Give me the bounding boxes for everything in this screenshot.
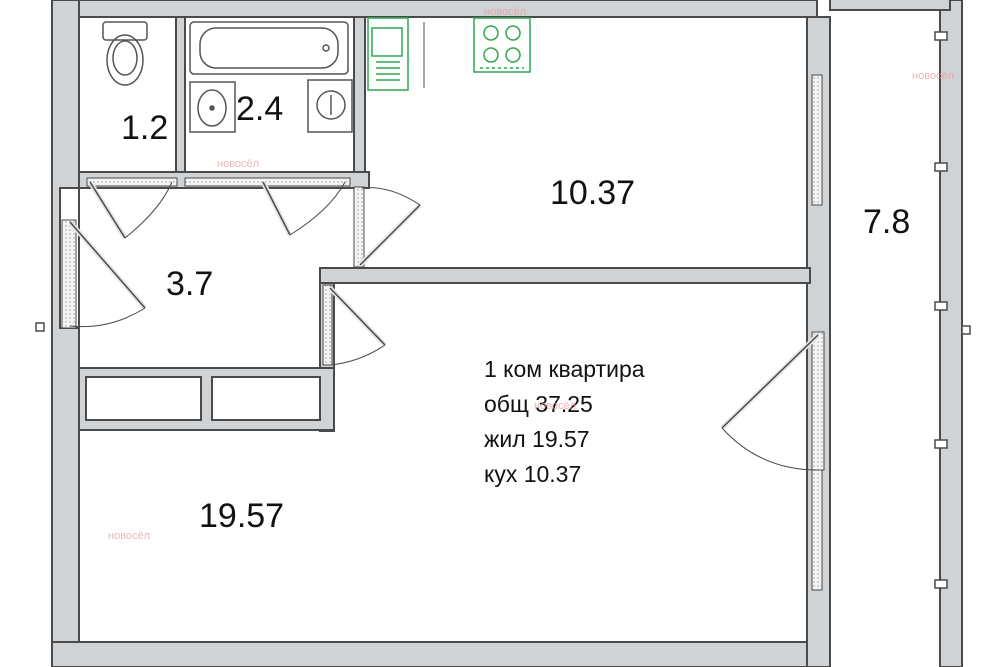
balcony-door-arc bbox=[721, 427, 819, 471]
watermark-logo: новосёл bbox=[912, 70, 955, 82]
balcony-area-label: 7.8 bbox=[863, 203, 911, 241]
bathroom-area-label: 2.4 bbox=[236, 90, 284, 128]
apartment-summary: 1 ком квартира общ 37.25 жил 19.57 кух 1… bbox=[484, 352, 645, 492]
living-door-arc bbox=[329, 344, 386, 366]
summary-kitchen-area: кух 10.37 bbox=[484, 461, 582, 487]
balcony-doorway bbox=[811, 331, 825, 471]
kitchen-living-partition bbox=[319, 267, 811, 284]
balcony-top-wall bbox=[829, 0, 951, 11]
washing-machine-icon bbox=[307, 79, 353, 133]
living-door-outline bbox=[329, 287, 386, 346]
bath-door-outline bbox=[262, 181, 291, 236]
openings bbox=[61, 74, 825, 591]
kitchen-area-label: 10.37 bbox=[550, 174, 636, 212]
bathroom-doorway bbox=[184, 177, 351, 187]
kitchen-sink-icon bbox=[367, 17, 425, 91]
kitchen-door-outline bbox=[359, 204, 421, 266]
entrance-door-outline bbox=[69, 221, 146, 309]
left-wall bbox=[51, 0, 80, 667]
bath-kitchen-partition bbox=[353, 16, 366, 188]
watermark-logo: новосёл bbox=[217, 158, 260, 170]
entrance-doorway bbox=[61, 219, 77, 329]
kitchen-doorway bbox=[353, 186, 365, 268]
kitchen-window bbox=[811, 74, 823, 206]
living-doorway bbox=[322, 284, 333, 366]
toilet-area-label: 1.2 bbox=[121, 109, 169, 147]
closet-right bbox=[211, 376, 321, 421]
bathtub-icon bbox=[189, 21, 349, 75]
toilet-icon bbox=[102, 21, 148, 86]
summary-total-area: общ 37.25 bbox=[484, 391, 593, 417]
closet-left bbox=[85, 376, 202, 421]
watermark-logo: новосёл bbox=[534, 400, 577, 412]
living-window bbox=[811, 469, 823, 591]
toilet-bath-partition bbox=[175, 16, 186, 173]
toilet-door-arc bbox=[124, 181, 173, 239]
watermark-logo: новосёл bbox=[108, 530, 151, 542]
toilet-door-outline bbox=[89, 181, 126, 239]
wall-markers bbox=[35, 31, 971, 589]
kitchen-door-arc bbox=[361, 187, 421, 206]
balcony-door-outline bbox=[721, 334, 819, 429]
watermark-logo: новосёл bbox=[484, 6, 527, 18]
entrance-door-arc bbox=[69, 307, 146, 328]
doors bbox=[68, 180, 820, 471]
washbasin-icon bbox=[189, 81, 236, 133]
bath-door-arc bbox=[289, 181, 346, 236]
living-room-area-label: 19.57 bbox=[199, 497, 285, 535]
summary-living-area: жил 19.57 bbox=[484, 426, 590, 452]
top-wall bbox=[51, 0, 818, 18]
bottom-wall bbox=[51, 641, 823, 667]
balcony-outer-wall bbox=[939, 0, 963, 667]
toilet-doorway bbox=[86, 177, 178, 187]
summary-rooms: 1 ком квартира bbox=[484, 356, 645, 382]
stove-icon bbox=[473, 17, 531, 73]
outer-walls bbox=[51, 0, 963, 667]
inner-partitions bbox=[59, 16, 811, 432]
hall-area-label: 3.7 bbox=[166, 265, 214, 303]
